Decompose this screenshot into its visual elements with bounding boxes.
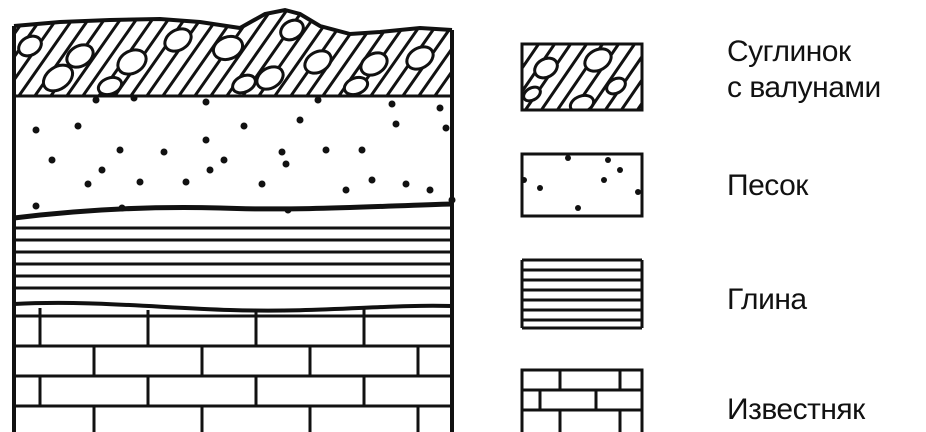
legend-swatch-sand [520,152,644,218]
legend-label-limestone: Известняк [727,392,865,428]
legend-swatch-limestone [520,368,644,432]
legend-label-loam-line2: с валунами [727,70,881,106]
geologic-section [0,0,470,432]
legend-label-sand: Песок [727,168,808,204]
sand-layer [33,95,456,214]
loam-layer [0,0,470,100]
clay-layer [14,228,452,288]
limestone-layer [14,308,452,432]
legend-label-clay: Глина [727,282,807,318]
legend-swatch-clay [520,258,644,330]
legend-label-loam-line1: Суглинок [727,34,881,70]
legend-label-loam: Суглинок с валунами [727,34,881,106]
legend-swatch-loam [520,42,644,112]
